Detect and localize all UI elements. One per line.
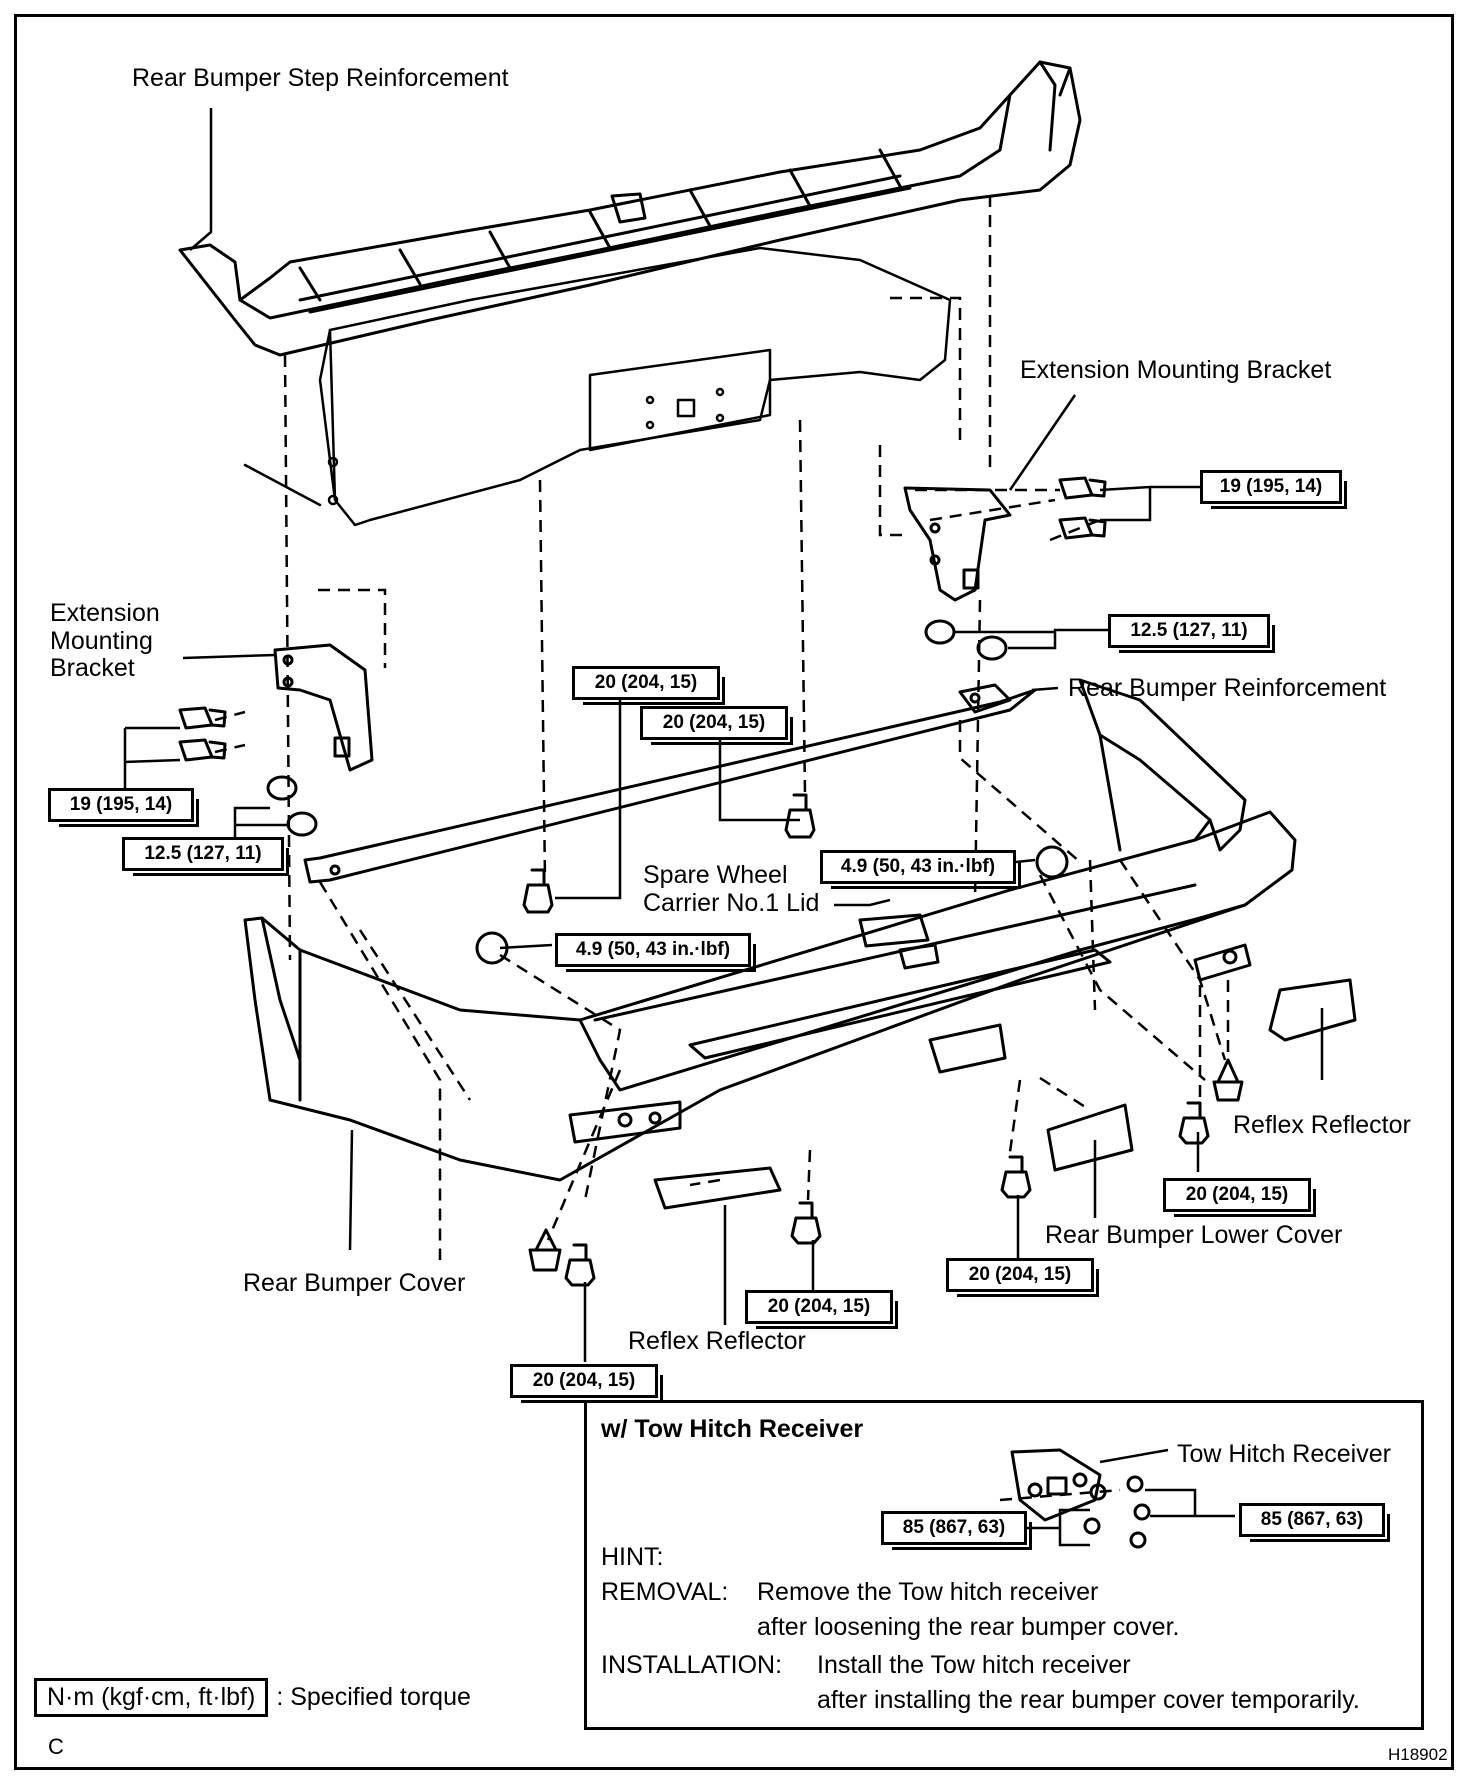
torque-20-b: 20 (204, 15) <box>640 706 793 745</box>
torque-19-right: 19 (195, 14) <box>1200 470 1347 509</box>
installation-line-1: Install the Tow hitch receiver <box>817 1651 1131 1679</box>
torque-85-left: 85 (867, 63) <box>881 1511 1032 1550</box>
label-rear-bumper-cover: Rear Bumper Cover <box>243 1269 466 1297</box>
figure-id: H18902 <box>1388 1745 1448 1764</box>
tow-hitch-receiver-part <box>1010 1448 1151 1549</box>
torque-20-a: 20 (204, 15) <box>572 666 725 705</box>
label-rear-bumper-lower-cover: Rear Bumper Lower Cover <box>1045 1221 1343 1249</box>
torque-12-5-left: 12.5 (127, 11) <box>122 837 289 876</box>
label-step-reinforcement: Rear Bumper Step Reinforcement <box>132 64 509 92</box>
frame-member <box>243 246 952 527</box>
ext-bracket-right-part <box>903 486 1012 602</box>
corner-code: C <box>48 1734 64 1759</box>
hint-label: HINT: <box>601 1543 664 1571</box>
removal-line-2: after loosening the rear bumper cover. <box>757 1613 1180 1641</box>
label-reflex-reflector-right: Reflex Reflector <box>1233 1111 1411 1139</box>
label-rear-reinforcement: Rear Bumper Reinforcement <box>1068 674 1387 702</box>
torque-4-9-right: 4.9 (50, 43 in.·lbf) <box>820 850 1021 889</box>
tow-hitch-inset: w/ Tow Hitch Receiver Tow Hitch Receiver… <box>584 1400 1424 1730</box>
torque-20-c: 20 (204, 15) <box>1163 1178 1316 1217</box>
torque-85-right: 85 (867, 63) <box>1239 1503 1390 1542</box>
label-tow-hitch-receiver: Tow Hitch Receiver <box>1177 1440 1391 1468</box>
torque-4-9-left: 4.9 (50, 43 in.·lbf) <box>555 933 756 972</box>
installation-line-2: after installing the rear bumper cover t… <box>817 1686 1360 1714</box>
torque-20-e: 20 (204, 15) <box>745 1290 898 1329</box>
legend-meaning: : Specified torque <box>276 1683 471 1711</box>
torque-20-d: 20 (204, 15) <box>946 1258 1099 1297</box>
label-spare-wheel-lid: Spare Wheel Carrier No.1 Lid <box>643 861 820 917</box>
leader-lines <box>123 108 1324 1547</box>
step-reinforcement-part <box>178 60 1082 357</box>
label-reflex-reflector-left: Reflex Reflector <box>628 1327 806 1355</box>
bumper-cover-part <box>243 678 1297 1182</box>
reflectors-and-lower-cover <box>653 913 1357 1210</box>
label-ext-bracket-left: Extension Mounting Bracket <box>50 599 160 682</box>
ext-bracket-left-part <box>273 643 374 772</box>
inset-title: w/ Tow Hitch Receiver <box>601 1415 864 1443</box>
bolts <box>178 476 1244 1287</box>
removal-label: REMOVAL: <box>601 1578 729 1606</box>
torque-19-left: 19 (195, 14) <box>48 788 199 827</box>
rear-reinforcement-part <box>303 683 1037 884</box>
torque-12-5-right: 12.5 (127, 11) <box>1108 614 1275 653</box>
legend-unit-box: N·m (kgf·cm, ft·lbf) <box>34 1678 269 1717</box>
installation-label: INSTALLATION: <box>601 1651 783 1679</box>
diagram-frame <box>14 14 1454 1770</box>
torque-legend: N·m (kgf·cm, ft·lbf): Specified torque <box>34 1678 471 1717</box>
torque-20-f: 20 (204, 15) <box>510 1364 663 1403</box>
alignment-lines <box>214 195 1230 1502</box>
label-ext-bracket-right: Extension Mounting Bracket <box>1020 356 1332 384</box>
removal-line-1: Remove the Tow hitch receiver <box>757 1578 1099 1606</box>
